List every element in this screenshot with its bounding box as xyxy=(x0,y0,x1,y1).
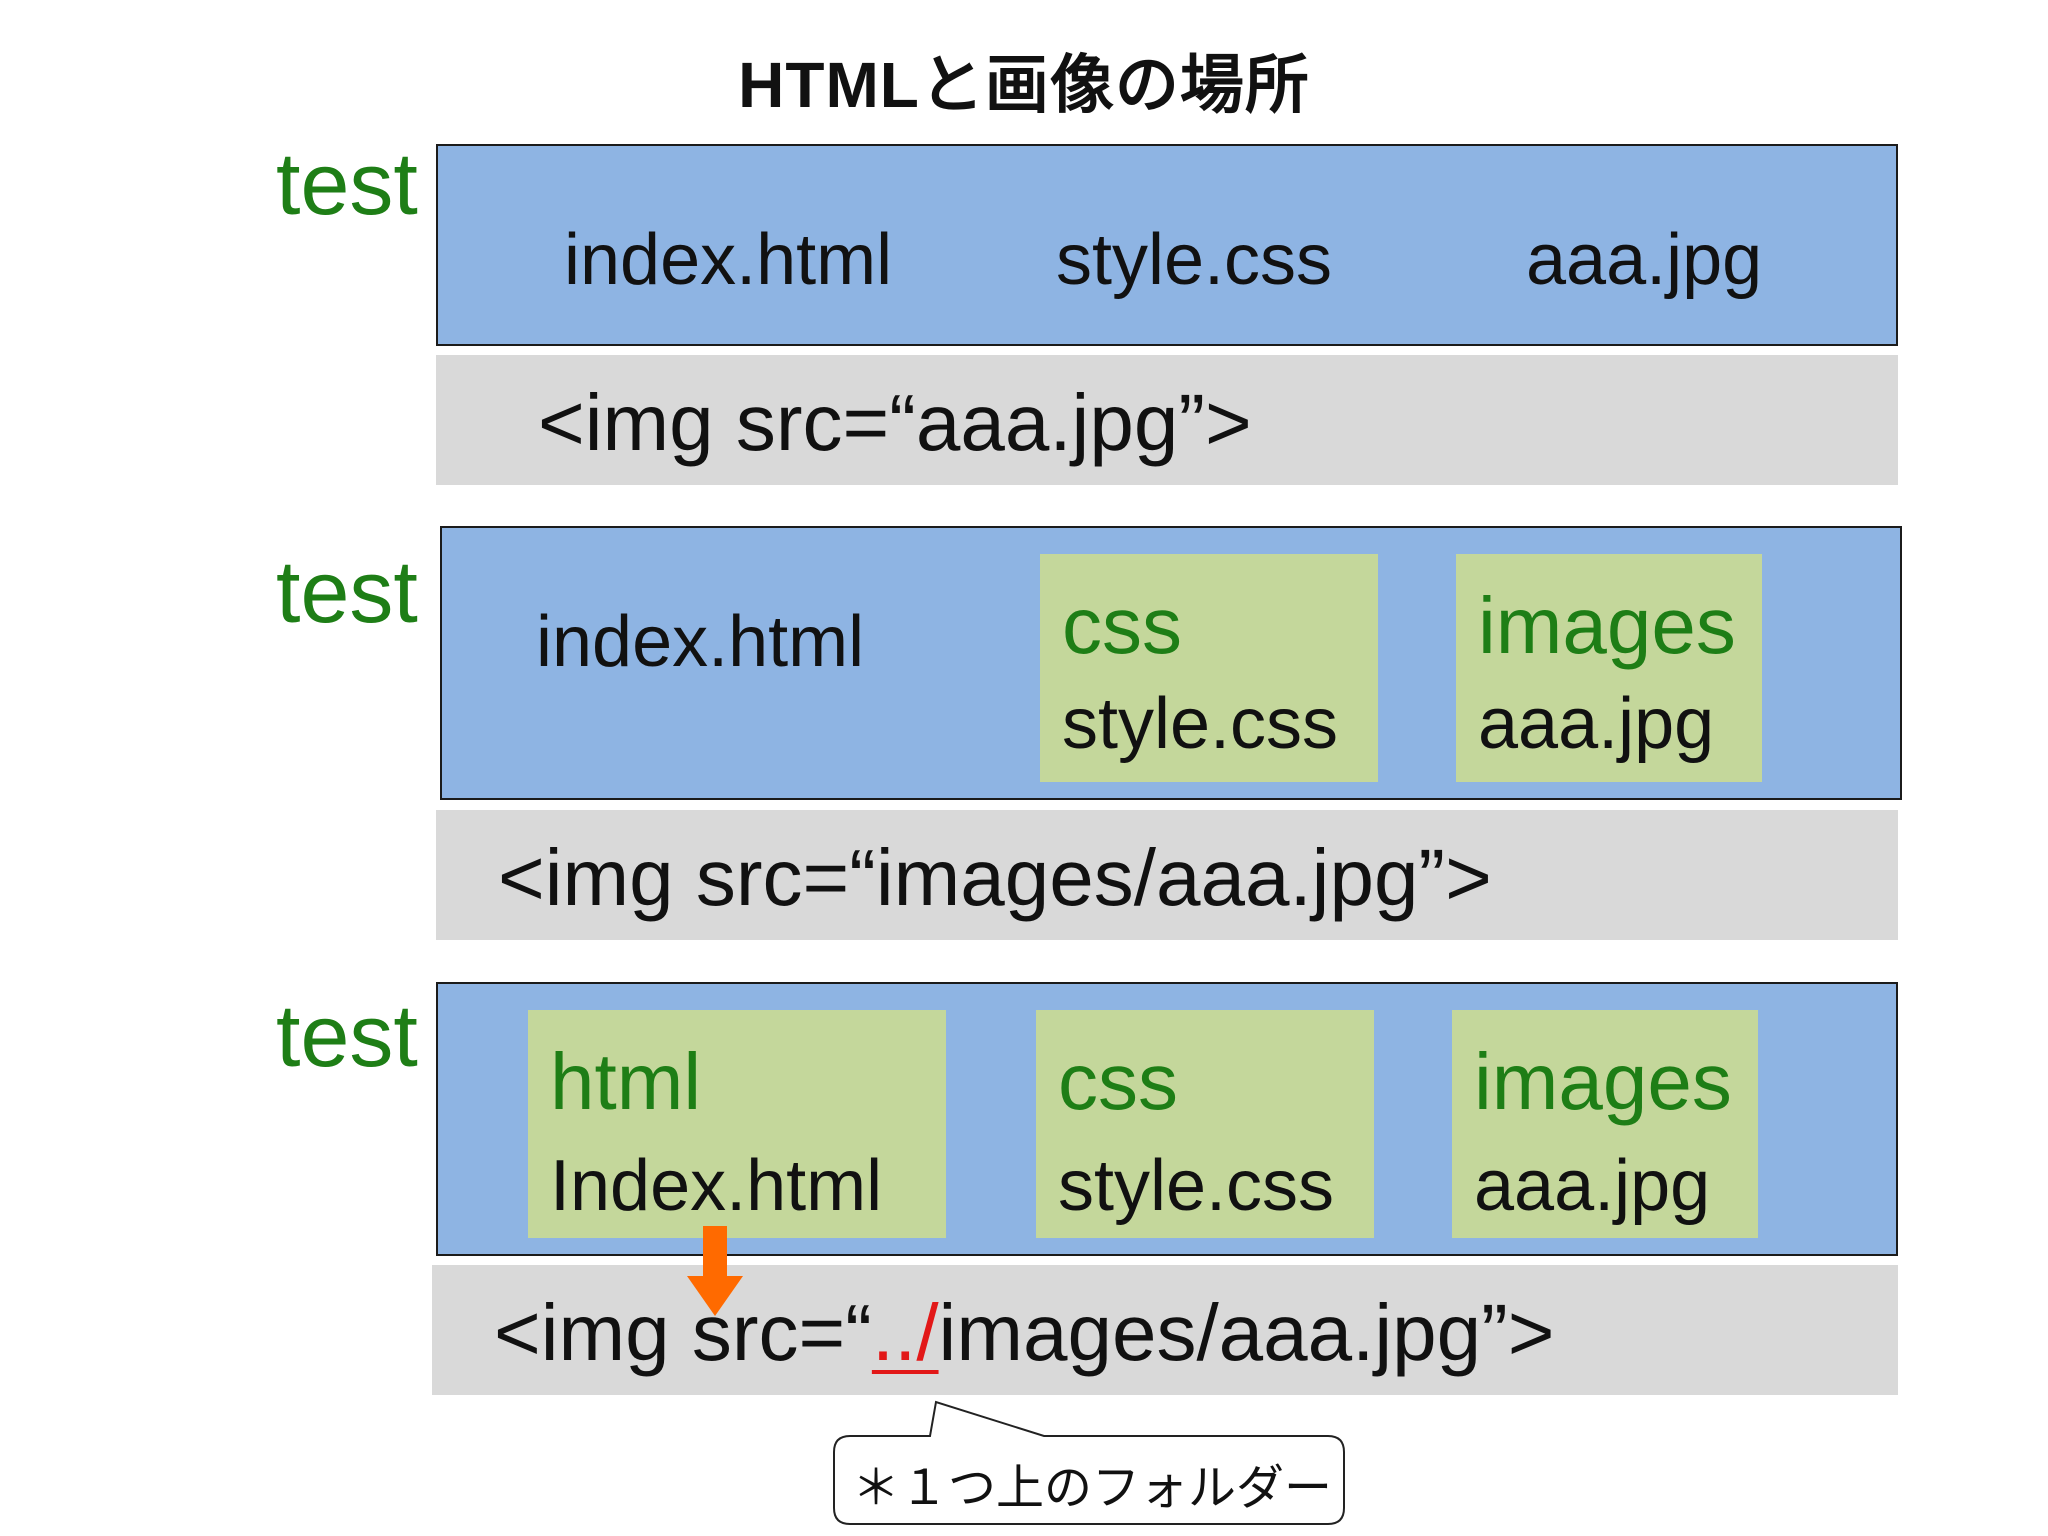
root-folder-box-1: index.html style.css aaa.jpg xyxy=(436,144,1898,346)
file-index-html: index.html xyxy=(536,602,865,682)
subfolder-name: html xyxy=(550,1037,702,1126)
subfolder-file: aaa.jpg xyxy=(1478,684,1715,764)
subfolder-file: style.css xyxy=(1062,684,1339,764)
code-snippet-2: <img src=“images/aaa.jpg”> xyxy=(498,833,1492,922)
code-suffix: images/aaa.jpg”> xyxy=(938,1288,1555,1377)
subfolder-file: Index.html xyxy=(550,1146,883,1226)
subfolder-file: style.css xyxy=(1058,1146,1335,1226)
callout-bubble xyxy=(833,1400,1345,1525)
code-snippet-1: <img src=“aaa.jpg”> xyxy=(538,378,1252,467)
code-snippet-3: <img src=“../images/aaa.jpg”> xyxy=(494,1293,1554,1373)
subfolder-file: aaa.jpg xyxy=(1474,1146,1711,1226)
root-folder-box-2: index.html css style.css images aaa.jpg xyxy=(440,526,1902,800)
subfolder-images: images aaa.jpg xyxy=(1456,554,1762,782)
file-index-html: index.html xyxy=(564,220,893,300)
callout-text: ＊１つ上のフォルダー xyxy=(852,1460,1333,1516)
root-folder-box-3: html Index.html css style.css images aaa… xyxy=(436,982,1898,1256)
root-folder-label-2: test xyxy=(276,542,418,641)
subfolder-css: css style.css xyxy=(1036,1010,1374,1238)
parent-dir-highlight: ../ xyxy=(871,1288,939,1377)
subfolder-name: images xyxy=(1474,1037,1732,1126)
subfolder-html: html Index.html xyxy=(528,1010,946,1238)
code-prefix: <img src=“ xyxy=(494,1288,872,1377)
file-aaa-jpg: aaa.jpg xyxy=(1526,220,1763,300)
root-folder-label-3: test xyxy=(276,986,418,1085)
subfolder-name: images xyxy=(1478,581,1736,670)
code-box-2: <img src=“images/aaa.jpg”> xyxy=(436,810,1898,940)
code-box-3: <img src=“../images/aaa.jpg”> xyxy=(432,1265,1898,1395)
down-arrow-icon xyxy=(687,1226,743,1316)
subfolder-css: css style.css xyxy=(1040,554,1378,782)
subfolder-name: css xyxy=(1062,581,1182,670)
code-box-1: <img src=“aaa.jpg”> xyxy=(436,355,1898,485)
file-style-css: style.css xyxy=(1056,220,1333,300)
subfolder-name: css xyxy=(1058,1037,1178,1126)
subfolder-images: images aaa.jpg xyxy=(1452,1010,1758,1238)
page-title: HTMLと画像の場所 xyxy=(738,49,1310,121)
root-folder-label-1: test xyxy=(276,134,418,233)
